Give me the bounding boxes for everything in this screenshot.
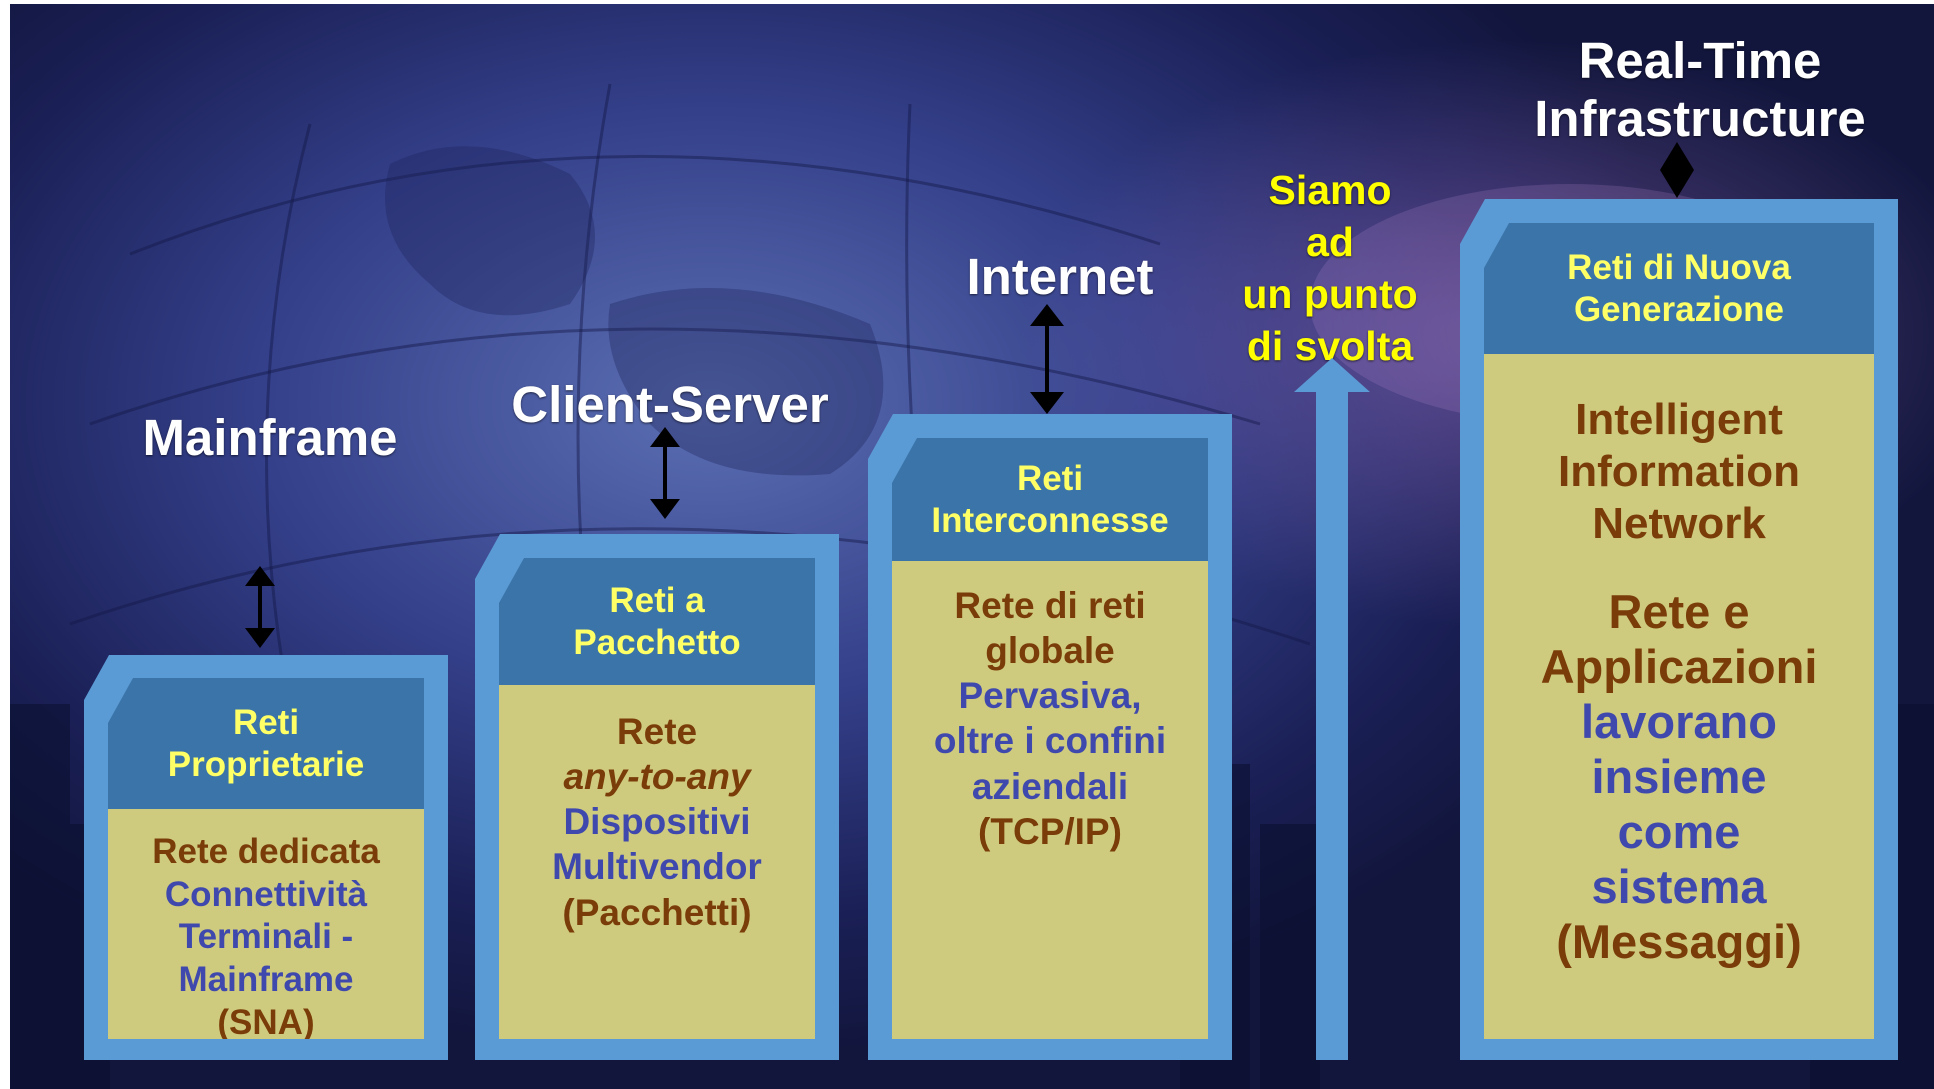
header-real-time-infrastructure: Real-Time Infrastructure — [1490, 32, 1910, 148]
column-head-reti-interconnesse: Reti Interconnesse — [892, 438, 1208, 561]
body-line: (SNA) — [217, 1002, 315, 1039]
body-line: Rete — [616, 711, 698, 752]
column-head-line: Reti — [232, 702, 300, 742]
column-head-line: Proprietarie — [167, 744, 365, 784]
body-line: Connettività — [164, 874, 368, 914]
body-line: (TCP/IP) — [978, 810, 1122, 852]
column-head-reti-di-nuova-generazione: Reti di Nuova Generazione — [1484, 223, 1874, 354]
diamond-connector-icon — [1660, 142, 1694, 198]
double-arrow-icon — [245, 566, 275, 648]
body-line: globale — [985, 630, 1115, 672]
body-line: Terminali - — [178, 917, 354, 957]
up-arrow-icon — [1294, 358, 1370, 1060]
turning-point-line: ad — [1306, 219, 1354, 265]
column-body-reti-a-pacchetto: Rete any-to-any Dispositivi Multivendor … — [499, 685, 815, 1039]
column-head-line: Generazione — [1573, 289, 1785, 329]
column-body-reti-proprietarie: Rete dedicata Connettività Terminali - M… — [108, 809, 424, 1039]
column-head-reti-a-pacchetto: Reti a Pacchetto — [499, 558, 815, 685]
body-line: oltre i confini — [933, 720, 1167, 762]
body-line: insieme — [1591, 750, 1767, 803]
header-client-server: Client-Server — [511, 376, 829, 433]
slide: Mainframe Client-Server Internet Real-Ti… — [10, 4, 1934, 1089]
body-line: Pervasiva, — [958, 675, 1142, 717]
column-head-reti-proprietarie: Reti Proprietarie — [108, 678, 424, 809]
column-head-line: Pacchetto — [573, 622, 741, 662]
body-line: sistema — [1591, 860, 1767, 913]
column-body-reti-interconnesse: Rete di reti globale Pervasiva, oltre i … — [892, 561, 1208, 1039]
column-body-reti-di-nuova-generazione: Intelligent Information Network Rete e A… — [1484, 354, 1874, 1039]
header-rti-line1: Real-Time — [1578, 32, 1822, 89]
body-line: Rete dedicata — [152, 832, 380, 871]
body-line: lavorano — [1581, 695, 1777, 748]
body-line: Rete di reti — [954, 585, 1146, 626]
double-arrow-icon — [1030, 304, 1064, 414]
body-line: (Messaggi) — [1556, 915, 1802, 968]
column-head-line: Interconnesse — [931, 500, 1169, 540]
body-line: come — [1617, 805, 1741, 858]
header-rti-line2: Infrastructure — [1534, 90, 1866, 147]
body-line: any-to-any — [563, 756, 751, 798]
header-internet: Internet — [966, 248, 1154, 305]
body-line: Applicazioni — [1540, 640, 1818, 693]
body-line: Dispositivi — [563, 801, 751, 843]
body-line: Information — [1558, 447, 1800, 496]
turning-point-line: un punto — [1242, 271, 1418, 317]
body-line: Rete e — [1608, 585, 1750, 638]
turning-point-text: Siamo ad un punto di svolta — [1210, 164, 1450, 372]
column-head-line: Reti — [1016, 458, 1084, 498]
body-line: (Pacchetti) — [562, 891, 752, 933]
body-line: Mainframe — [178, 960, 354, 1000]
body-line: Intelligent — [1575, 395, 1783, 444]
column-head-line: Reti di Nuova — [1567, 247, 1791, 287]
body-line: Multivendor — [552, 846, 762, 888]
turning-point-line: Siamo — [1268, 167, 1392, 213]
column-head-line: Reti a — [609, 580, 705, 620]
header-mainframe: Mainframe — [142, 409, 398, 466]
body-line: aziendali — [971, 765, 1129, 807]
body-line: Network — [1592, 499, 1766, 548]
double-arrow-icon — [650, 427, 680, 519]
